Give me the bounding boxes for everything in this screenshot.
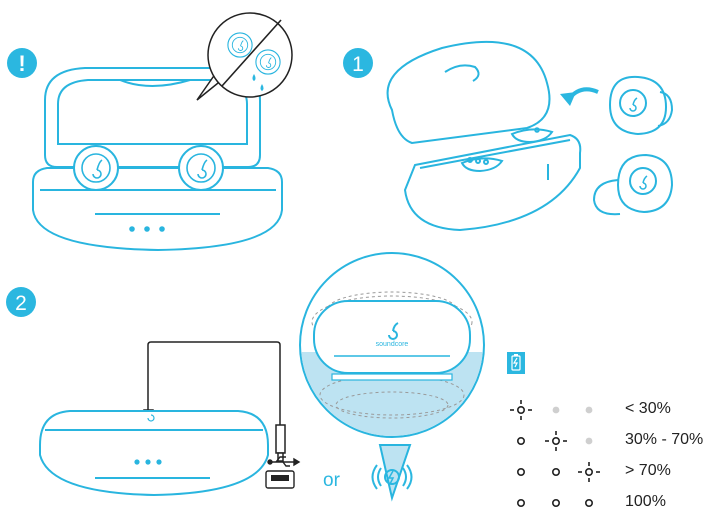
led-on-icon [576,490,602,516]
step1-marker: 1 [343,48,373,78]
or-label: or [323,469,340,493]
warning-step-marker-text: ! [18,51,25,76]
legend-row: > 70% [505,459,710,485]
earbud-removed-top [610,77,672,134]
case-earbud-left [74,146,118,190]
legend-row: < 30% [505,397,710,423]
closed-charging-case [40,411,268,495]
earbud-removed-bottom [594,155,672,214]
soundcore-logo-text: soundcore [376,341,409,348]
case-with-lid-open [388,42,581,230]
led-off-icon [543,397,569,423]
led-on-icon [543,490,569,516]
led-blink-icon [508,397,534,423]
wireless-charging-callout: soundcore [300,253,484,498]
battery-level-label: < 30% [625,398,671,420]
case-earbud-right [179,146,223,190]
no-water-callout [197,13,292,100]
led-on-icon [508,459,534,485]
legend-row: 30% - 70% [505,428,710,454]
legend-row: 100% [505,490,710,516]
led-blink-icon [543,428,569,454]
battery-level-label: 30% - 70% [625,429,703,451]
battery-charging-icon [507,352,525,374]
led-on-icon [508,490,534,516]
usb-port-icon [266,471,294,488]
battery-level-label: > 70% [625,460,671,482]
led-off-icon [576,397,602,423]
warning-step-marker: ! [7,48,37,78]
step2-marker-text: 2 [15,292,27,315]
led-blink-icon [576,459,602,485]
step1-marker-text: 1 [352,53,364,76]
led-on-icon [508,428,534,454]
step2-marker: 2 [6,287,36,317]
removal-arrow-icon [560,89,598,106]
led-off-icon [576,428,602,454]
battery-level-label: 100% [625,491,666,513]
led-on-icon [543,459,569,485]
